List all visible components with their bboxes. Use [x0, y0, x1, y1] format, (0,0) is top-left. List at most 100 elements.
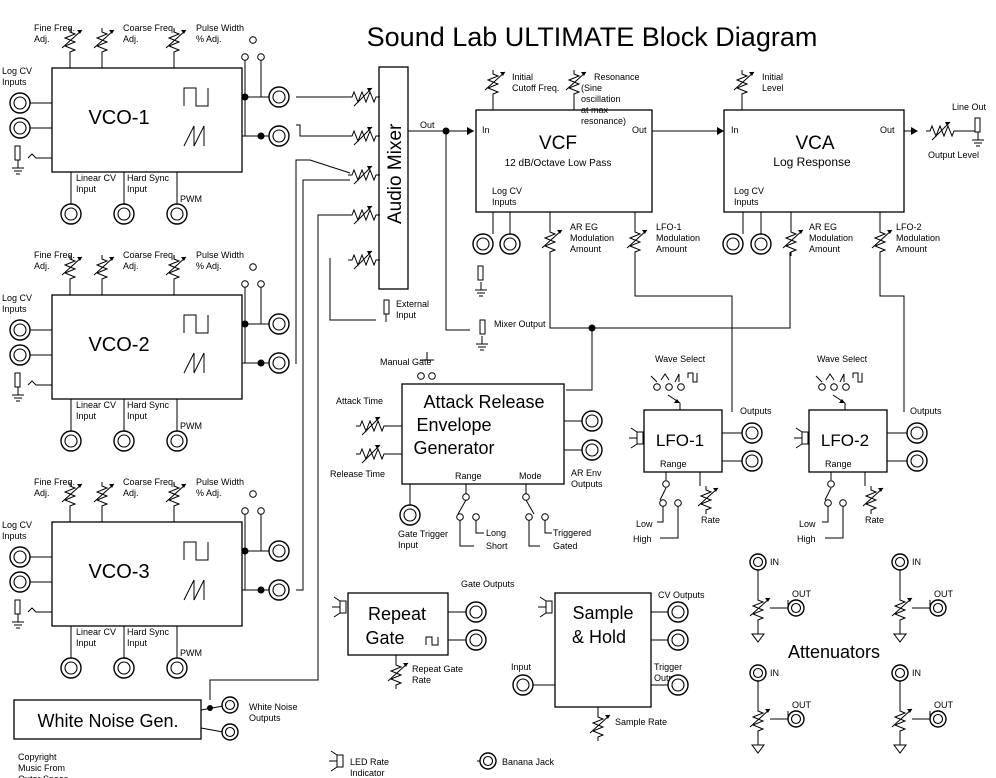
coarse-freq-knob[interactable]: [93, 481, 115, 511]
repeat-gate-rate-knob[interactable]: [387, 660, 409, 690]
hard-sync-jack[interactable]: [113, 657, 135, 679]
mixer-level-knob-4[interactable]: [347, 205, 381, 225]
vcf-lfo-mod-knob[interactable]: [626, 227, 648, 257]
vcf-log-cv-jack-2[interactable]: [499, 233, 521, 255]
sh-input-jack[interactable]: [512, 674, 534, 696]
log-cv-jack-2[interactable]: [9, 117, 31, 139]
svg-text:OUT: OUT: [934, 589, 954, 599]
log-cv-jack-1[interactable]: [9, 319, 31, 341]
sample-hold-block: [554, 592, 652, 708]
pwm-jack[interactable]: [166, 430, 188, 452]
log-cv-jack-1[interactable]: [9, 92, 31, 114]
manual-gate-button[interactable]: [417, 372, 425, 380]
lfo-2-rate-knob[interactable]: [862, 485, 884, 515]
lfo-2-high-label: High: [797, 534, 816, 544]
lfo-1-rate-knob[interactable]: [697, 485, 719, 515]
trigger-output-jack[interactable]: [667, 674, 689, 696]
attenuator-knob[interactable]: [891, 706, 913, 736]
gate-output-jack-2[interactable]: [465, 629, 487, 651]
log-cv-jack-2[interactable]: [9, 571, 31, 593]
vco-2-label: VCO-2: [88, 334, 149, 356]
coarse-freq-knob[interactable]: [93, 27, 115, 57]
wave-select-switch[interactable]: [653, 383, 661, 391]
vca-log-cv-jack-2[interactable]: [750, 233, 772, 255]
wave-select-switch[interactable]: [818, 383, 826, 391]
initial-cutoff-knob[interactable]: [484, 69, 506, 99]
log-cv-jack-1[interactable]: [9, 546, 31, 568]
lfo-1-output-jack-1[interactable]: [741, 422, 763, 444]
attenuator-in-jack[interactable]: [749, 553, 767, 571]
fine-freq-label: Fine Freq.Adj.: [34, 477, 75, 498]
hard-sync-jack[interactable]: [113, 203, 135, 225]
vcf-log-cv-jack-1[interactable]: [472, 233, 494, 255]
gate-output-jack-1[interactable]: [465, 601, 487, 623]
attenuator-knob[interactable]: [749, 706, 771, 736]
vco-out-jack-2[interactable]: [268, 125, 290, 147]
vcf-title: VCF: [539, 133, 577, 154]
attenuator-2: IN OUT: [891, 553, 954, 643]
repeat-gate-title-2: Gate: [365, 628, 404, 648]
coarse-freq-knob[interactable]: [93, 254, 115, 284]
attenuator-out-jack[interactable]: [787, 710, 805, 728]
sh-input-label: Input: [511, 662, 532, 672]
eg-range-label: Range: [455, 471, 482, 481]
attenuator-in-jack[interactable]: [891, 553, 909, 571]
mixer-level-knob-3[interactable]: [347, 165, 381, 185]
ar-env-output-jack-1[interactable]: [581, 410, 603, 432]
mixer-level-knob-1[interactable]: [347, 87, 381, 107]
attenuator-knob[interactable]: [891, 595, 913, 625]
lfo-1-output-jack-2[interactable]: [741, 450, 763, 472]
linear-cv-jack[interactable]: [60, 203, 82, 225]
lfo-2-output-jack-2[interactable]: [906, 450, 928, 472]
attenuator-knob[interactable]: [749, 595, 771, 625]
led-rate-indicator-icon: [537, 596, 553, 618]
fine-freq-label: Fine Freq.Adj.: [34, 250, 75, 271]
sample-rate-knob[interactable]: [589, 712, 611, 742]
vco-out-jack-1[interactable]: [268, 86, 290, 108]
release-time-label: Release Time: [330, 469, 385, 479]
attenuator-out-jack[interactable]: [787, 599, 805, 617]
mode-switch[interactable]: [522, 493, 530, 501]
vco-3-section: VCO-3 Fine Freq.Adj. Coarse Freq.Adj. Pu…: [2, 477, 290, 679]
led-rate-indicator-icon: [628, 427, 644, 449]
vca-lfo-mod-knob[interactable]: [871, 227, 893, 257]
vco-out-jack-2[interactable]: [268, 579, 290, 601]
mixer-level-knob-2[interactable]: [347, 126, 381, 146]
vcf-ar-mod-knob[interactable]: [541, 227, 563, 257]
eg-title-line-3: Generator: [413, 438, 494, 458]
vca-log-cv-jack-1[interactable]: [722, 233, 744, 255]
mixer-level-knob-5[interactable]: [347, 250, 381, 270]
release-time-knob[interactable]: [355, 444, 389, 464]
linear-cv-jack[interactable]: [60, 430, 82, 452]
linear-cv-jack[interactable]: [60, 657, 82, 679]
ar-env-output-jack-2[interactable]: [581, 439, 603, 461]
vco-out-jack-2[interactable]: [268, 352, 290, 374]
pwm-jack[interactable]: [166, 203, 188, 225]
hard-sync-jack[interactable]: [113, 430, 135, 452]
attenuator-in-jack[interactable]: [749, 664, 767, 682]
output-level-knob[interactable]: [925, 121, 959, 141]
initial-level-knob[interactable]: [733, 69, 755, 99]
attack-time-knob[interactable]: [355, 416, 389, 436]
cv-output-jack-2[interactable]: [667, 629, 689, 651]
vco-out-jack-1[interactable]: [268, 540, 290, 562]
pwm-jack[interactable]: [166, 657, 188, 679]
gate-trigger-input-jack[interactable]: [399, 504, 421, 526]
cv-output-jack-1[interactable]: [667, 601, 689, 623]
vco-out-jack-1[interactable]: [268, 313, 290, 335]
white-noise-output-jack-2[interactable]: [221, 723, 239, 741]
led-rate-indicator-icon: [331, 596, 347, 618]
range-switch[interactable]: [462, 493, 470, 501]
log-cv-jack-2[interactable]: [9, 344, 31, 366]
lfo-2-output-jack-1[interactable]: [906, 422, 928, 444]
attenuator-out-jack[interactable]: [929, 710, 947, 728]
white-noise-output-jack-1[interactable]: [221, 696, 239, 714]
vca-ar-mod-knob[interactable]: [782, 227, 804, 257]
attenuator-in-jack[interactable]: [891, 664, 909, 682]
attenuator-out-jack[interactable]: [929, 599, 947, 617]
